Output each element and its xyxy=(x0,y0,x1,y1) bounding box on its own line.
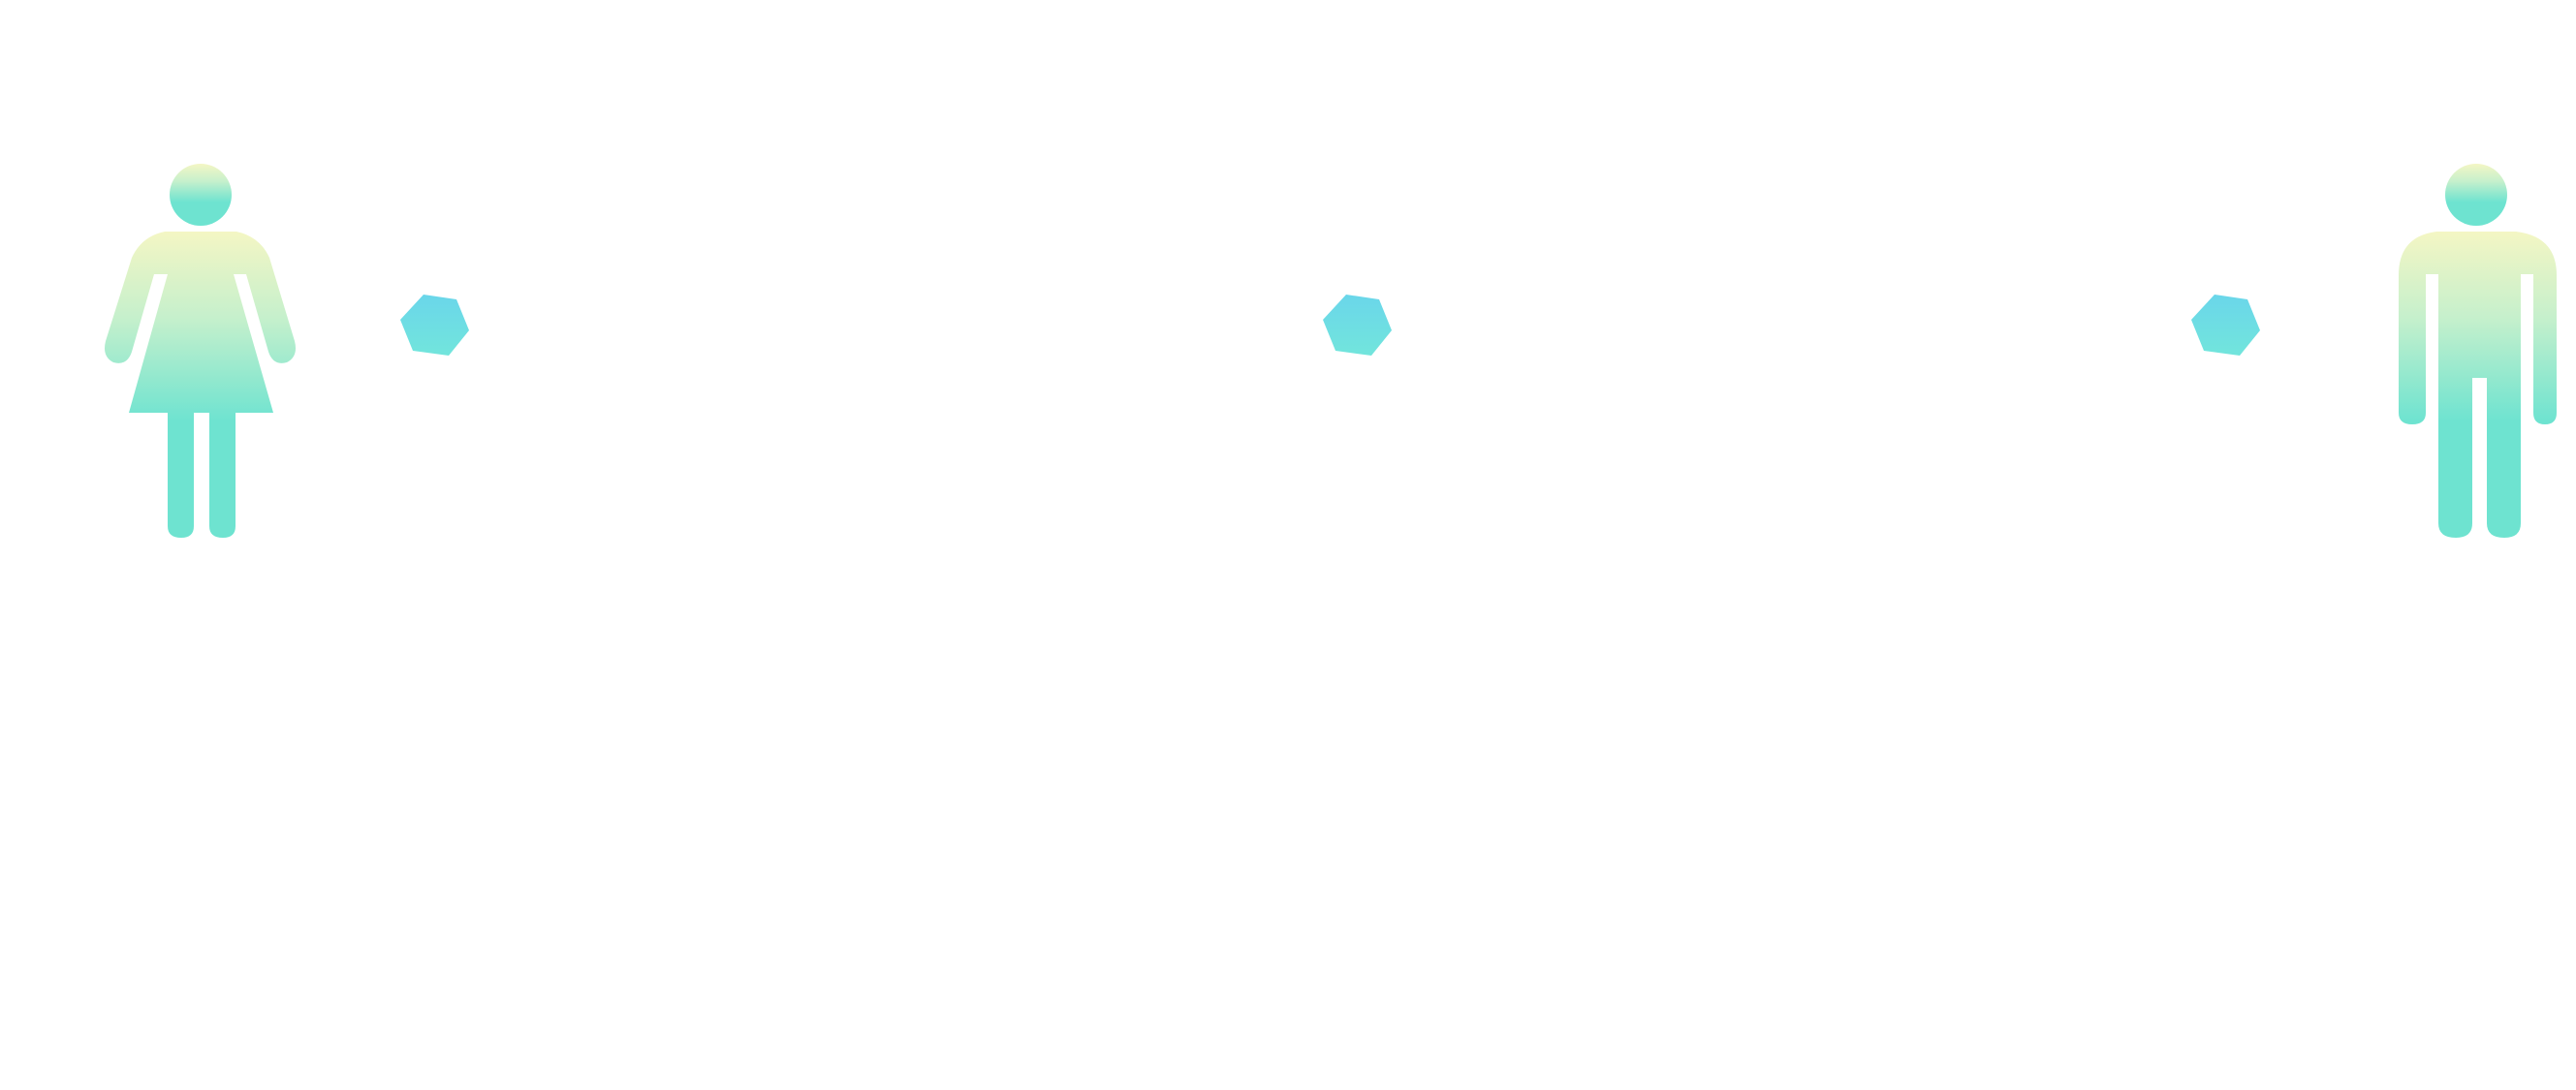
hexagon-icon xyxy=(400,295,469,356)
hexagon-icon xyxy=(1323,295,1392,356)
hexagon-marker-2 xyxy=(1323,295,1392,356)
hexagon-marker-1 xyxy=(400,295,469,356)
hexagon-icon xyxy=(2191,295,2260,356)
man-icon xyxy=(2399,164,2557,538)
hexagon-marker-3 xyxy=(2191,295,2260,356)
woman-icon xyxy=(105,164,296,538)
